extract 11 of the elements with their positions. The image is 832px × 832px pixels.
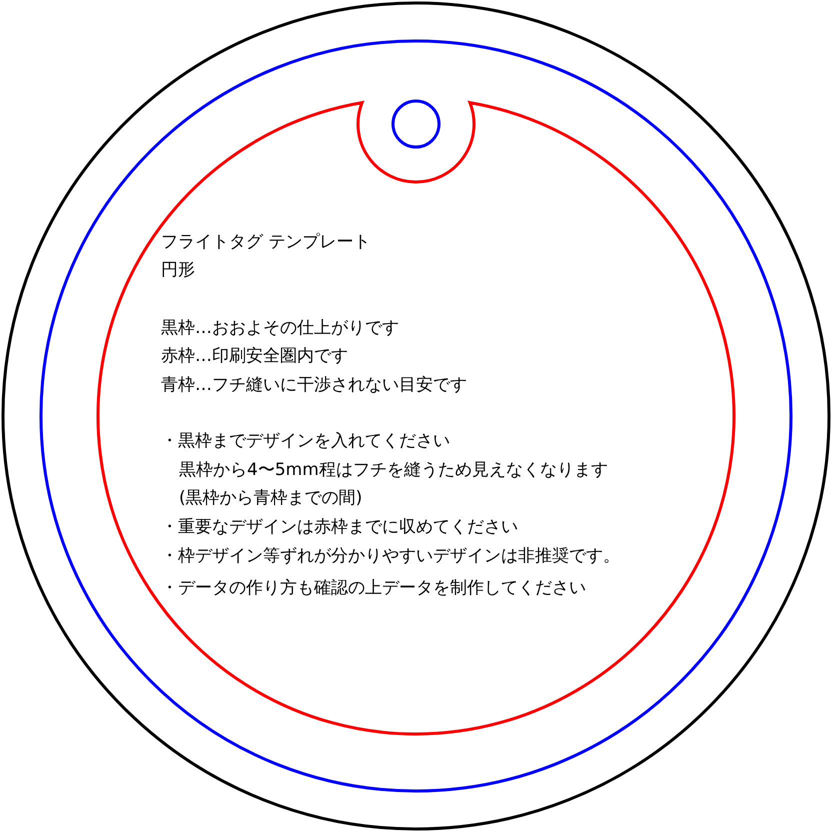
note-text: ・黒枠までデザインを入れてください [161,430,450,452]
note-text: 黒枠…おおよその仕上がりです [161,317,399,339]
note-text: (黒枠から青枠までの間) [179,487,362,509]
note-text: 赤枠…印刷安全圏内です [161,345,348,367]
note-text: 青枠…フチ縫いに干渉されない目安です [161,374,467,396]
note-text: 黒枠から4〜5mm程はフチを縫うため見えなくなります [179,459,608,481]
note-text: ・データの作り方も確認の上データを制作してください [161,577,586,599]
note-text: ・枠デザイン等ずれが分かりやすいデザインは非推奨です。 [161,545,620,567]
note-text: ・重要なデザインは赤枠までに収めてください [161,516,518,538]
note-text: フライトタグ テンプレート [161,231,370,253]
note-text: 円形 [161,259,195,281]
